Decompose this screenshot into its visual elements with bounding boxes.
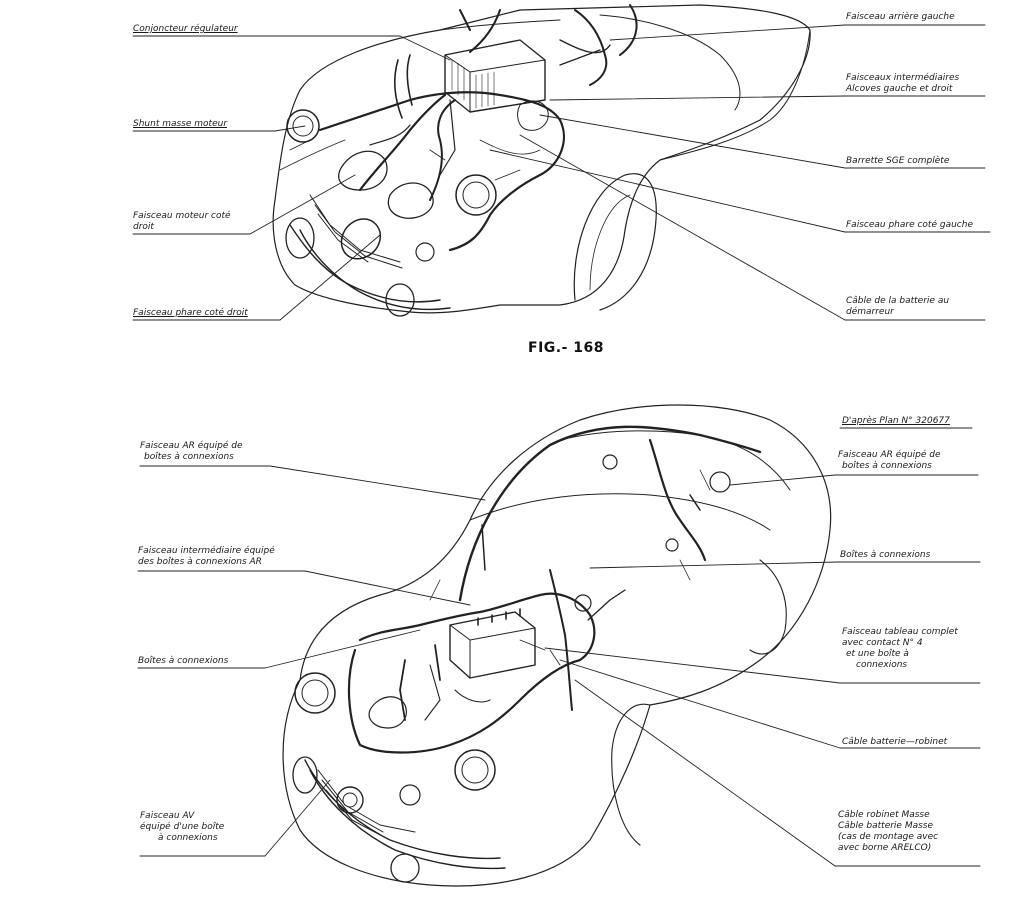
label-shunt-masse-moteur: Shunt masse moteur <box>133 119 228 129</box>
label-faisceau-tableau-complet: Faisceau tableau complet avec contact N°… <box>842 627 958 670</box>
label-barrette-sge-complete: Barrette SGE complète <box>846 156 950 166</box>
fig169-leader-lines <box>137 427 981 867</box>
label-cable-batterie-robinet: Câble batterie—robinet <box>842 737 948 747</box>
label-plan-reference: D'après Plan N° 320677 <box>842 416 950 426</box>
label-faisceau-av: Faisceau AV équipé d'une boîte à connexi… <box>140 811 225 843</box>
label-conjoncteur-regulateur: Conjoncteur régulateur <box>133 24 238 34</box>
label-faisceau-phare-cote-gauche: Faisceau phare coté gauche <box>846 220 973 230</box>
figure-caption: FIG.- 168 <box>528 340 604 356</box>
label-faisceau-intermediaire: Faisceau intermédiaire équipé des boîtes… <box>138 546 275 567</box>
label-faisceau-ar-boites-left: Faisceau AR équipé de boîtes à connexion… <box>140 441 243 462</box>
label-faisceau-moteur-cote-droit: Faisceau moteur coté droit <box>133 211 231 232</box>
fig168-car-illustration <box>272 4 811 317</box>
label-boites-connexions-left: Boîtes à connexions <box>138 656 229 666</box>
label-faisceau-arriere-gauche: Faisceau arrière gauche <box>846 12 955 22</box>
fig168-leader-lines <box>132 24 991 321</box>
label-boites-connexions-right: Boîtes à connexions <box>840 550 931 560</box>
label-faisceaux-intermediaires: Faisceaux intermédiaires Alcoves gauche … <box>846 73 960 94</box>
fig169-car-illustration <box>282 404 832 887</box>
label-cable-batterie-demarreur: Câble de la batterie au démarreur <box>846 296 950 317</box>
label-cable-robinet-masse: Câble robinet Masse Câble batterie Masse… <box>838 810 939 853</box>
label-faisceau-ar-boites-right: Faisceau AR équipé de boîtes à connexion… <box>838 450 941 471</box>
label-faisceau-phare-cote-droit: Faisceau phare coté droit <box>133 308 248 318</box>
